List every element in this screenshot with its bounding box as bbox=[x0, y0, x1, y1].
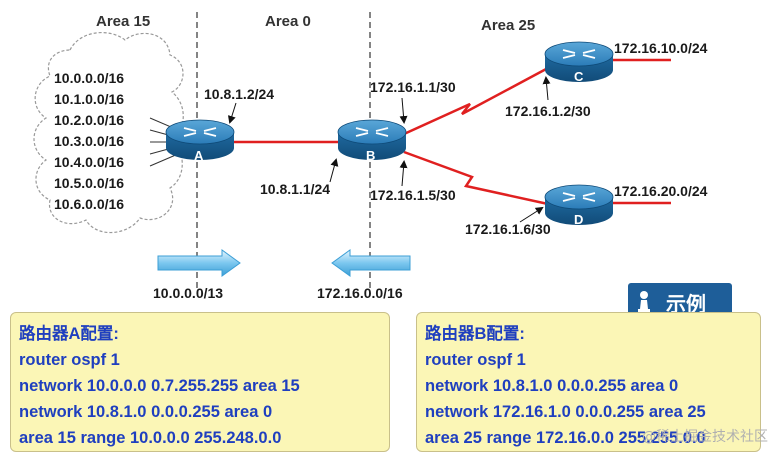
router-b[interactable]: B bbox=[337, 119, 407, 163]
config-line: area 25 range 172.16.0.0 255.255.0.0 bbox=[425, 429, 706, 447]
pointer-arrow bbox=[399, 160, 408, 187]
summary-arrow-right bbox=[157, 249, 241, 277]
config-title: 路由器B配置: bbox=[425, 325, 525, 343]
ip-label-b-link: 10.8.1.1/24 bbox=[260, 181, 330, 197]
config-line: area 15 range 10.0.0.0 255.248.0.0 bbox=[19, 429, 282, 447]
config-line: router ospf 1 bbox=[425, 351, 526, 369]
config-line: network 10.8.1.0 0.0.0.255 area 0 bbox=[19, 403, 273, 421]
network-item: 10.4.0.0/16 bbox=[54, 154, 124, 170]
config-line: network 10.0.0.0 0.7.255.255 area 15 bbox=[19, 377, 300, 395]
summary-arrow-left bbox=[331, 249, 411, 277]
config-title: 路由器A配置: bbox=[19, 325, 119, 343]
summary-label-area25: 172.16.0.0/16 bbox=[317, 285, 403, 301]
ip-label-b-to-d: 172.16.1.5/30 bbox=[370, 187, 456, 203]
link-b-d bbox=[403, 150, 549, 206]
area-25-label: Area 25 bbox=[481, 17, 535, 34]
link-b-c bbox=[403, 66, 549, 136]
ip-label-b-to-c: 172.16.1.1/30 bbox=[370, 79, 456, 95]
pointer-arrow bbox=[542, 76, 551, 101]
router-d-label: D bbox=[574, 212, 583, 227]
router-a-label: A bbox=[194, 148, 204, 163]
router-a-config-box: 路由器A配置: router ospf 1 network 10.0.0.0 0… bbox=[10, 312, 390, 452]
network-item: 10.6.0.0/16 bbox=[54, 196, 124, 212]
watermark: @稀土掘金技术社区 bbox=[642, 429, 768, 445]
pointer-arrow bbox=[519, 206, 544, 223]
config-line: network 10.8.1.0 0.0.0.255 area 0 bbox=[425, 377, 679, 395]
network-item: 10.3.0.0/16 bbox=[54, 133, 124, 149]
network-label-d-lan: 172.16.20.0/24 bbox=[614, 183, 708, 199]
network-item: 10.2.0.0/16 bbox=[54, 112, 124, 128]
area-15-label: Area 15 bbox=[96, 13, 150, 30]
router-arrows-icon bbox=[183, 127, 217, 137]
pointer-arrow bbox=[227, 102, 237, 124]
router-b-label: B bbox=[366, 148, 375, 163]
network-item: 10.0.0.0/16 bbox=[54, 70, 124, 86]
ip-label-c-link: 172.16.1.2/30 bbox=[505, 103, 591, 119]
router-d[interactable]: D bbox=[544, 184, 614, 227]
summary-label-area15: 10.0.0.0/13 bbox=[153, 285, 223, 301]
router-a[interactable]: A bbox=[165, 119, 235, 163]
area-0-label: Area 0 bbox=[265, 13, 311, 30]
router-arrows-icon bbox=[562, 49, 596, 59]
ip-label-d-link: 172.16.1.6/30 bbox=[465, 221, 551, 237]
pointer-arrow bbox=[329, 158, 339, 183]
config-line: network 172.16.1.0 0.0.0.255 area 25 bbox=[425, 403, 706, 421]
router-c-label: C bbox=[574, 69, 584, 84]
area-15-cloud bbox=[33, 32, 184, 234]
network-item: 10.1.0.0/16 bbox=[54, 91, 124, 107]
config-line: router ospf 1 bbox=[19, 351, 120, 369]
router-arrows-icon bbox=[355, 127, 389, 137]
network-item: 10.5.0.0/16 bbox=[54, 175, 124, 191]
router-arrows-icon bbox=[562, 192, 596, 202]
router-c[interactable]: C bbox=[544, 41, 614, 84]
pointer-arrow bbox=[399, 97, 408, 124]
router-b-config-box: 路由器B配置: router ospf 1 network 10.8.1.0 0… bbox=[416, 312, 761, 452]
ip-label-a-link: 10.8.1.2/24 bbox=[204, 86, 274, 102]
network-label-c-lan: 172.16.10.0/24 bbox=[614, 40, 708, 56]
pawn-icon bbox=[638, 291, 650, 313]
